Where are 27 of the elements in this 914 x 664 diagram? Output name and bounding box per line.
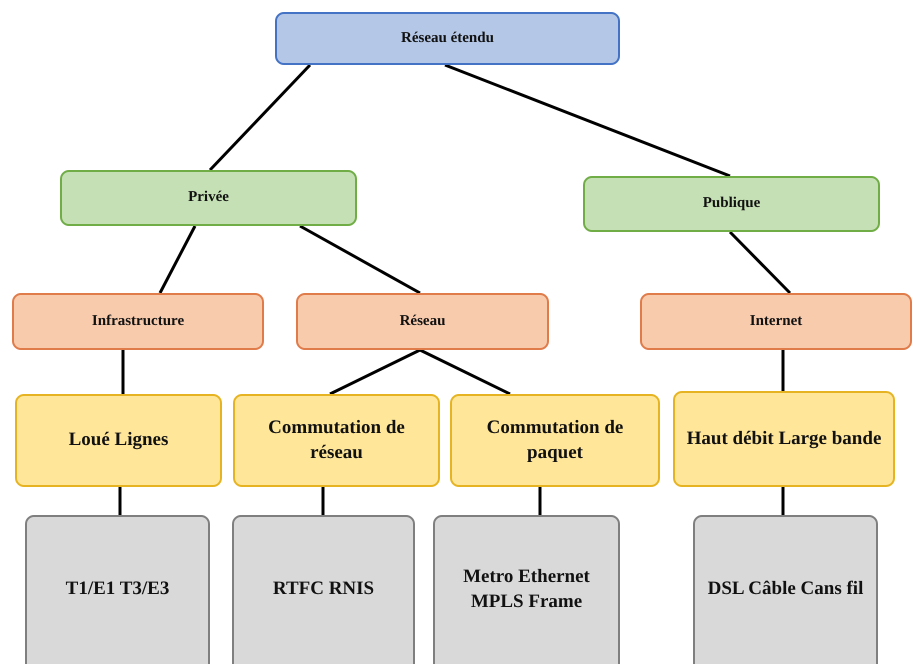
connector-line	[158, 225, 196, 294]
connector-line	[538, 487, 542, 515]
technology-box: RTFC RNIS	[232, 515, 415, 664]
connector-line	[329, 348, 421, 396]
type-box: Infrastructure	[12, 293, 264, 350]
root-box: Réseau étendu	[275, 12, 620, 65]
category-box: Privée	[60, 170, 357, 226]
type-box: Internet	[640, 293, 912, 350]
connector-line	[782, 350, 784, 391]
connector-line	[782, 487, 784, 515]
connector-line	[444, 64, 731, 178]
technology-box: T1/E1 T3/E3	[25, 515, 210, 664]
connector-line	[208, 64, 312, 172]
connector-line	[322, 487, 324, 515]
technology-box: DSL Câble Cans fil	[693, 515, 878, 664]
category-box: Publique	[583, 176, 880, 232]
type-box: Réseau	[296, 293, 549, 350]
connector-line	[122, 350, 124, 394]
service-box: Loué Lignes	[15, 394, 222, 487]
service-box: Haut débit Large bande	[673, 391, 895, 487]
connector-line	[728, 230, 792, 294]
connector-line	[299, 224, 421, 294]
service-box: Commutation de réseau	[233, 394, 440, 487]
service-box: Commutation de paquet	[450, 394, 660, 487]
technology-box: Metro Ethernet MPLS Frame	[433, 515, 620, 664]
connector-line	[419, 348, 511, 396]
connector-line	[118, 487, 122, 515]
